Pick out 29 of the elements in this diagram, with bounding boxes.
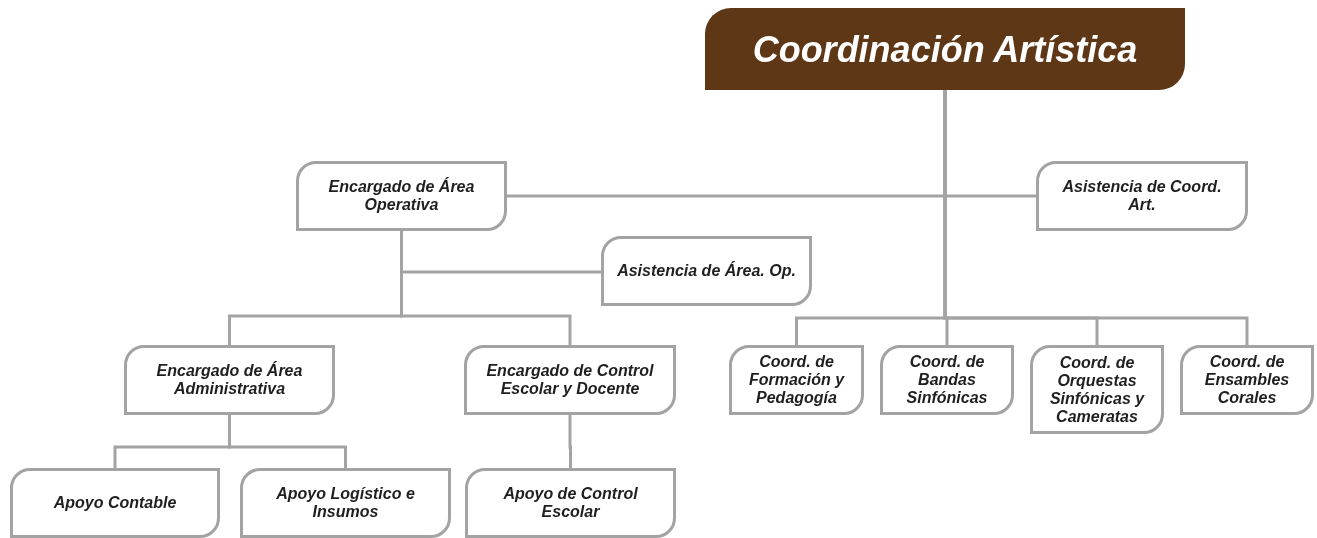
position-box xyxy=(1030,345,1164,434)
position-box xyxy=(10,468,220,538)
position-box xyxy=(240,468,451,538)
position-text: Encargado de Control Escolar y Docente xyxy=(485,362,655,398)
position-box xyxy=(464,345,676,415)
position-text: Coord. de Ensambles Corales xyxy=(1203,353,1291,407)
position-text: Apoyo de Control Escolar xyxy=(502,485,639,521)
position-text: Apoyo Logístico e Insumos xyxy=(275,485,416,521)
title-box xyxy=(705,8,1185,90)
position-text: Asistencia de Coord. Art. xyxy=(1061,178,1223,214)
connector-line xyxy=(400,231,572,345)
position-text: Apoyo Contable xyxy=(53,494,177,512)
position-text: Encargado de Área Administrativa xyxy=(155,362,304,398)
position-text: Coord. de Formación y Pedagogía xyxy=(747,353,846,407)
position-box xyxy=(1180,345,1314,415)
position-box xyxy=(1036,161,1248,231)
position-box xyxy=(601,236,812,306)
position-text: Encargado de Área Operativa xyxy=(327,178,476,214)
title-text: Coordinación Artística xyxy=(752,27,1138,72)
position-text: Coord. de Bandas Sinfónicas xyxy=(905,353,989,407)
position-box xyxy=(124,345,335,415)
connector-line xyxy=(228,415,347,468)
position-box xyxy=(729,345,864,415)
connector-line xyxy=(568,415,572,468)
position-box xyxy=(880,345,1014,415)
position-box xyxy=(296,161,507,231)
position-text: Asistencia de Área. Op. xyxy=(617,262,796,280)
position-text: Coord. de Orquestas Sinfónicas y Cameratas xyxy=(1048,353,1146,426)
position-box xyxy=(465,468,676,538)
